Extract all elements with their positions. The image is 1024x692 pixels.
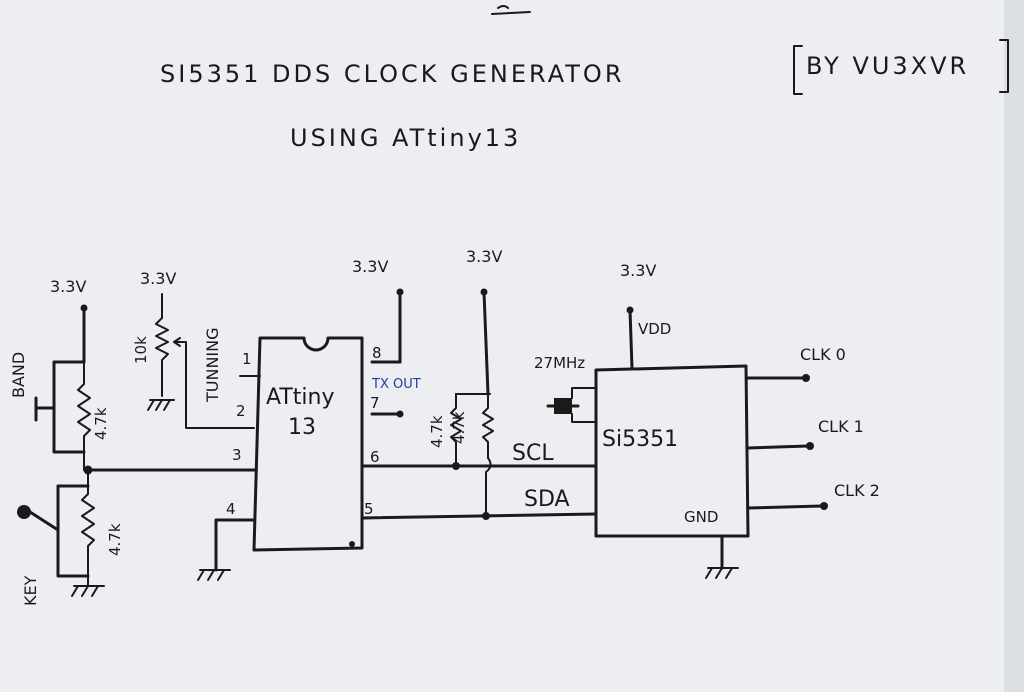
key-label: KEY	[21, 575, 40, 606]
clk2-label: CLK 2	[834, 481, 880, 500]
byline-bracket-right	[999, 39, 1009, 93]
crystal-wires	[571, 387, 597, 423]
clk1-wire	[746, 444, 810, 450]
pot-ground-symbol	[147, 399, 175, 411]
pot-wiper-arrow	[173, 337, 181, 347]
crystal-label: 27MHz	[534, 354, 585, 372]
si5351-chip: 3.3V VDD Si5351 GND 27MHz CLK 0 CLK 1 CL…	[534, 261, 880, 579]
si5351-name: Si5351	[602, 427, 678, 452]
title-byline: BY VU3XVR	[806, 52, 969, 80]
attiny13-pin8-label: 8	[372, 344, 382, 362]
tx-out-terminal	[396, 410, 404, 418]
pot-element	[155, 307, 169, 397]
pullup-supply-label: 3.3V	[466, 247, 502, 266]
band-label: BAND	[9, 352, 28, 398]
si-gnd-label: GND	[684, 508, 718, 526]
attiny13-pin6-label: 6	[370, 448, 380, 466]
attiny13-name-line1: ATtiny	[266, 385, 334, 410]
band-resistor-label: 4.7k	[92, 407, 110, 440]
si-ground-symbol	[705, 567, 739, 579]
clk1-terminal	[806, 442, 814, 450]
si-supply-label: 3.3V	[620, 261, 656, 280]
tuning-label: TUNNING	[203, 327, 222, 403]
attiny13-ground-symbol	[197, 569, 231, 581]
attiny13-pin1-label: 1	[242, 350, 252, 368]
title-line-1: SI5351 DDS CLOCK GENERATOR	[160, 60, 625, 88]
attiny13-pin2-label: 2	[236, 402, 246, 420]
attiny13-body	[252, 336, 364, 552]
mcu-supply: 3.3V	[352, 257, 404, 364]
pot-value-label: 10k	[132, 336, 150, 364]
pullup-resistor-1	[450, 393, 462, 467]
pullup-resistor-2-label: 4.7k	[450, 411, 468, 444]
band-supply-label: 3.3V	[50, 277, 86, 296]
pullup-resistor-2	[482, 393, 494, 517]
pot-supply-label: 3.3V	[140, 269, 176, 288]
i2c-bus: SCL SDA	[360, 441, 598, 520]
attiny13-pin4-ground	[214, 518, 256, 572]
attiny13-pin5-label: 5	[364, 500, 374, 518]
attiny13-pin3-label: 3	[232, 446, 242, 464]
key-resistor	[81, 469, 95, 583]
scl-label: SCL	[512, 441, 554, 466]
paper-shadow-right	[1004, 0, 1024, 692]
tx-out-label: TX OUT	[371, 377, 421, 392]
sda-label: SDA	[524, 487, 570, 512]
clk2-wire	[746, 504, 824, 510]
band-resistor	[77, 361, 91, 471]
sda-line	[360, 512, 598, 520]
si-vdd-wire	[628, 308, 634, 370]
clk2-terminal	[820, 502, 828, 510]
clk0-label: CLK 0	[800, 345, 846, 364]
attiny13-chip: ATtiny 13 1 2 3 4 8 7 TX OUT 6 5	[197, 336, 421, 581]
byline-bracket-left	[793, 45, 803, 95]
attiny13-pin1-marker	[349, 541, 355, 547]
mcu-supply-label: 3.3V	[352, 257, 388, 276]
key-switch-lever	[28, 510, 60, 532]
key-resistor-label: 4.7k	[106, 523, 124, 556]
band-switch-lever	[34, 396, 56, 422]
si5351-body	[594, 364, 750, 538]
tuning-pot: 3.3V 10k TUNNING	[132, 269, 255, 429]
pot-wiper	[173, 341, 255, 429]
key-button-knob	[17, 505, 31, 519]
pullup-resistor-1-label: 4.7k	[428, 415, 446, 448]
clk0-terminal	[802, 374, 810, 382]
title-block: SI5351 DDS CLOCK GENERATOR BY VU3XVR USI…	[160, 39, 1009, 152]
si-vdd-label: VDD	[638, 320, 671, 338]
band-key-network: 3.3V 4.7k BAND 4.7k KEY	[9, 277, 256, 606]
attiny13-name-line2: 13	[288, 415, 316, 440]
attiny13-pin4-label: 4	[226, 500, 236, 518]
title-line-2: USING ATtiny13	[290, 124, 521, 152]
pullup-supply-wire	[482, 290, 490, 396]
attiny13-pin7-label: 7	[370, 394, 380, 412]
key-ground-symbol	[71, 581, 105, 597]
top-scribble	[491, 5, 531, 15]
clk1-label: CLK 1	[818, 417, 864, 436]
